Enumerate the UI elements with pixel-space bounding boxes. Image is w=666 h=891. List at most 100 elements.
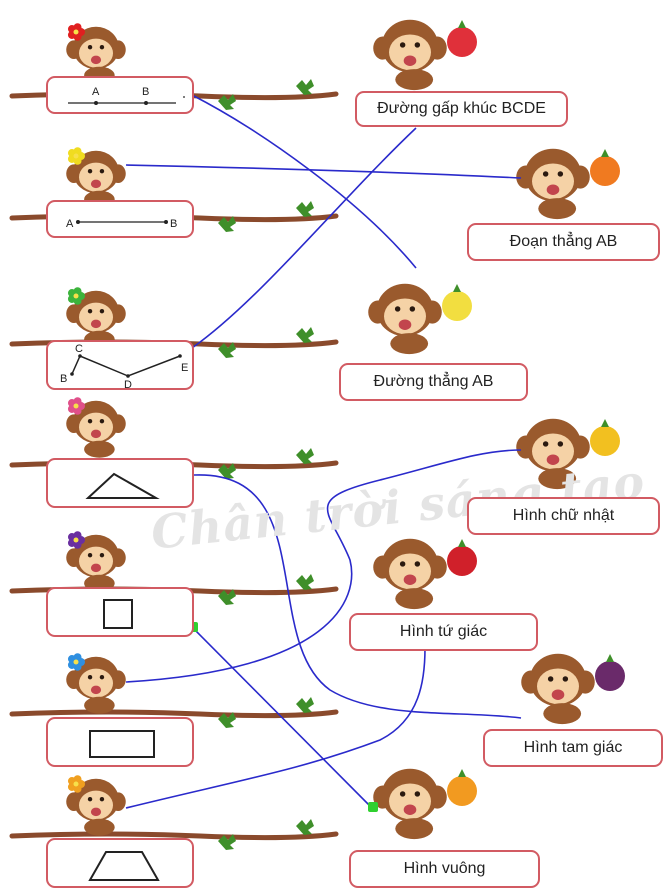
monkey-right bbox=[373, 19, 447, 91]
monkey-body bbox=[543, 703, 582, 725]
leaf-icon bbox=[296, 327, 314, 343]
label-segment-ab[interactable]: Đoạn thẳng AB bbox=[467, 223, 660, 261]
monkey-right bbox=[516, 418, 590, 490]
connector-line bbox=[193, 474, 522, 719]
flower-center bbox=[73, 781, 79, 787]
monkey-eye bbox=[87, 44, 93, 50]
flower-center bbox=[73, 293, 79, 299]
leaf-icon bbox=[218, 589, 236, 605]
strawberry-icon bbox=[447, 27, 477, 57]
monkey-eye bbox=[409, 306, 416, 312]
monkey-body bbox=[538, 468, 577, 490]
figure-polyline-bcde[interactable]: B C D E bbox=[46, 340, 194, 391]
monkey-right bbox=[373, 538, 447, 610]
monkey-eye bbox=[414, 561, 421, 567]
monkey-left bbox=[66, 656, 126, 714]
figure-segment-ab[interactable]: A B bbox=[46, 200, 194, 238]
monkey-eye bbox=[99, 168, 105, 174]
monkey-eye bbox=[87, 674, 93, 680]
monkey-body bbox=[395, 818, 434, 840]
leaf-icon bbox=[218, 463, 236, 479]
monkey-mouth bbox=[403, 804, 417, 815]
monkey-body bbox=[390, 333, 429, 355]
label-polyline-bcde[interactable]: Đường gấp khúc BCDE bbox=[355, 91, 568, 127]
branch-wood bbox=[9, 709, 339, 719]
monkey-face bbox=[79, 38, 113, 68]
branch bbox=[9, 697, 339, 728]
monkey-right bbox=[516, 148, 590, 220]
point-label-b: B bbox=[170, 218, 177, 230]
monkey-mouth bbox=[403, 574, 417, 585]
monkey-eye bbox=[399, 561, 406, 567]
flower-center bbox=[73, 153, 79, 159]
monkey-face bbox=[79, 790, 113, 820]
monkey-mouth bbox=[90, 685, 102, 695]
flower-icon bbox=[67, 653, 85, 671]
monkey-mouth bbox=[90, 179, 102, 189]
flower-center bbox=[73, 29, 79, 35]
label-quadrilateral[interactable]: Hình tứ giác bbox=[349, 613, 538, 651]
monkey-eye bbox=[99, 308, 105, 314]
flower-petal bbox=[73, 397, 82, 406]
figure-triangle[interactable] bbox=[46, 458, 194, 508]
monkey-mouth bbox=[546, 454, 560, 465]
flower-icon bbox=[67, 775, 85, 793]
figure-line-ab[interactable]: A B bbox=[46, 76, 194, 114]
monkey-body bbox=[84, 440, 115, 458]
papaya-icon bbox=[590, 156, 620, 186]
monkey-face bbox=[389, 553, 431, 590]
monkey-eye bbox=[87, 796, 93, 802]
banana-icon bbox=[442, 291, 472, 321]
monkey-eye bbox=[414, 42, 421, 48]
monkey-eye bbox=[99, 552, 105, 558]
monkey-left bbox=[66, 290, 126, 348]
fruit-stem bbox=[458, 769, 466, 777]
leaf-icon bbox=[218, 834, 236, 850]
flower-icon bbox=[67, 147, 85, 165]
monkey-body bbox=[538, 198, 577, 220]
monkey-mouth bbox=[546, 184, 560, 195]
monkey-eye bbox=[562, 676, 569, 682]
monkey-eye bbox=[394, 306, 401, 312]
leaf-icon bbox=[218, 94, 236, 110]
connector-line bbox=[125, 164, 522, 179]
connector-line bbox=[125, 449, 522, 683]
flower-center bbox=[73, 659, 79, 665]
label-triangle[interactable]: Hình tam giác bbox=[483, 729, 663, 767]
monkey-body bbox=[84, 696, 115, 714]
flower-icon bbox=[67, 287, 85, 305]
monkey-body bbox=[84, 818, 115, 836]
monkey-face bbox=[389, 783, 431, 820]
monkey-right bbox=[373, 768, 447, 840]
flower-petal bbox=[73, 531, 82, 540]
fruit-stem bbox=[601, 149, 609, 157]
flower-petal bbox=[73, 775, 82, 784]
orange-icon bbox=[447, 776, 477, 806]
leaf-icon bbox=[218, 342, 236, 358]
figure-rectangle[interactable] bbox=[46, 717, 194, 767]
figure-quadrilateral[interactable] bbox=[46, 838, 194, 888]
monkey-mouth bbox=[90, 319, 102, 329]
figure-square[interactable] bbox=[46, 587, 194, 637]
connector-dot bbox=[368, 802, 378, 812]
monkey-face bbox=[532, 433, 574, 470]
monkey-face bbox=[79, 302, 113, 332]
fruit-stem bbox=[458, 20, 466, 28]
monkey-eye bbox=[87, 552, 93, 558]
fruit-stem bbox=[606, 654, 614, 662]
leaf-icon bbox=[296, 201, 314, 217]
connector-line bbox=[125, 647, 426, 809]
flower-petal bbox=[73, 147, 82, 156]
monkey-eye bbox=[399, 791, 406, 797]
leaf-icon bbox=[218, 712, 236, 728]
connector-lines bbox=[125, 94, 522, 809]
label-rectangle[interactable]: Hình chữ nhật bbox=[467, 497, 660, 535]
monkey-eye bbox=[99, 44, 105, 50]
flower-petal bbox=[73, 23, 82, 32]
label-line-ab[interactable]: Đường thẳng AB bbox=[339, 363, 528, 401]
monkey-eye bbox=[542, 441, 549, 447]
flower-center bbox=[73, 537, 79, 543]
label-square[interactable]: Hình vuông bbox=[349, 850, 540, 888]
monkey-mouth bbox=[90, 55, 102, 65]
flower-petal bbox=[73, 287, 82, 296]
